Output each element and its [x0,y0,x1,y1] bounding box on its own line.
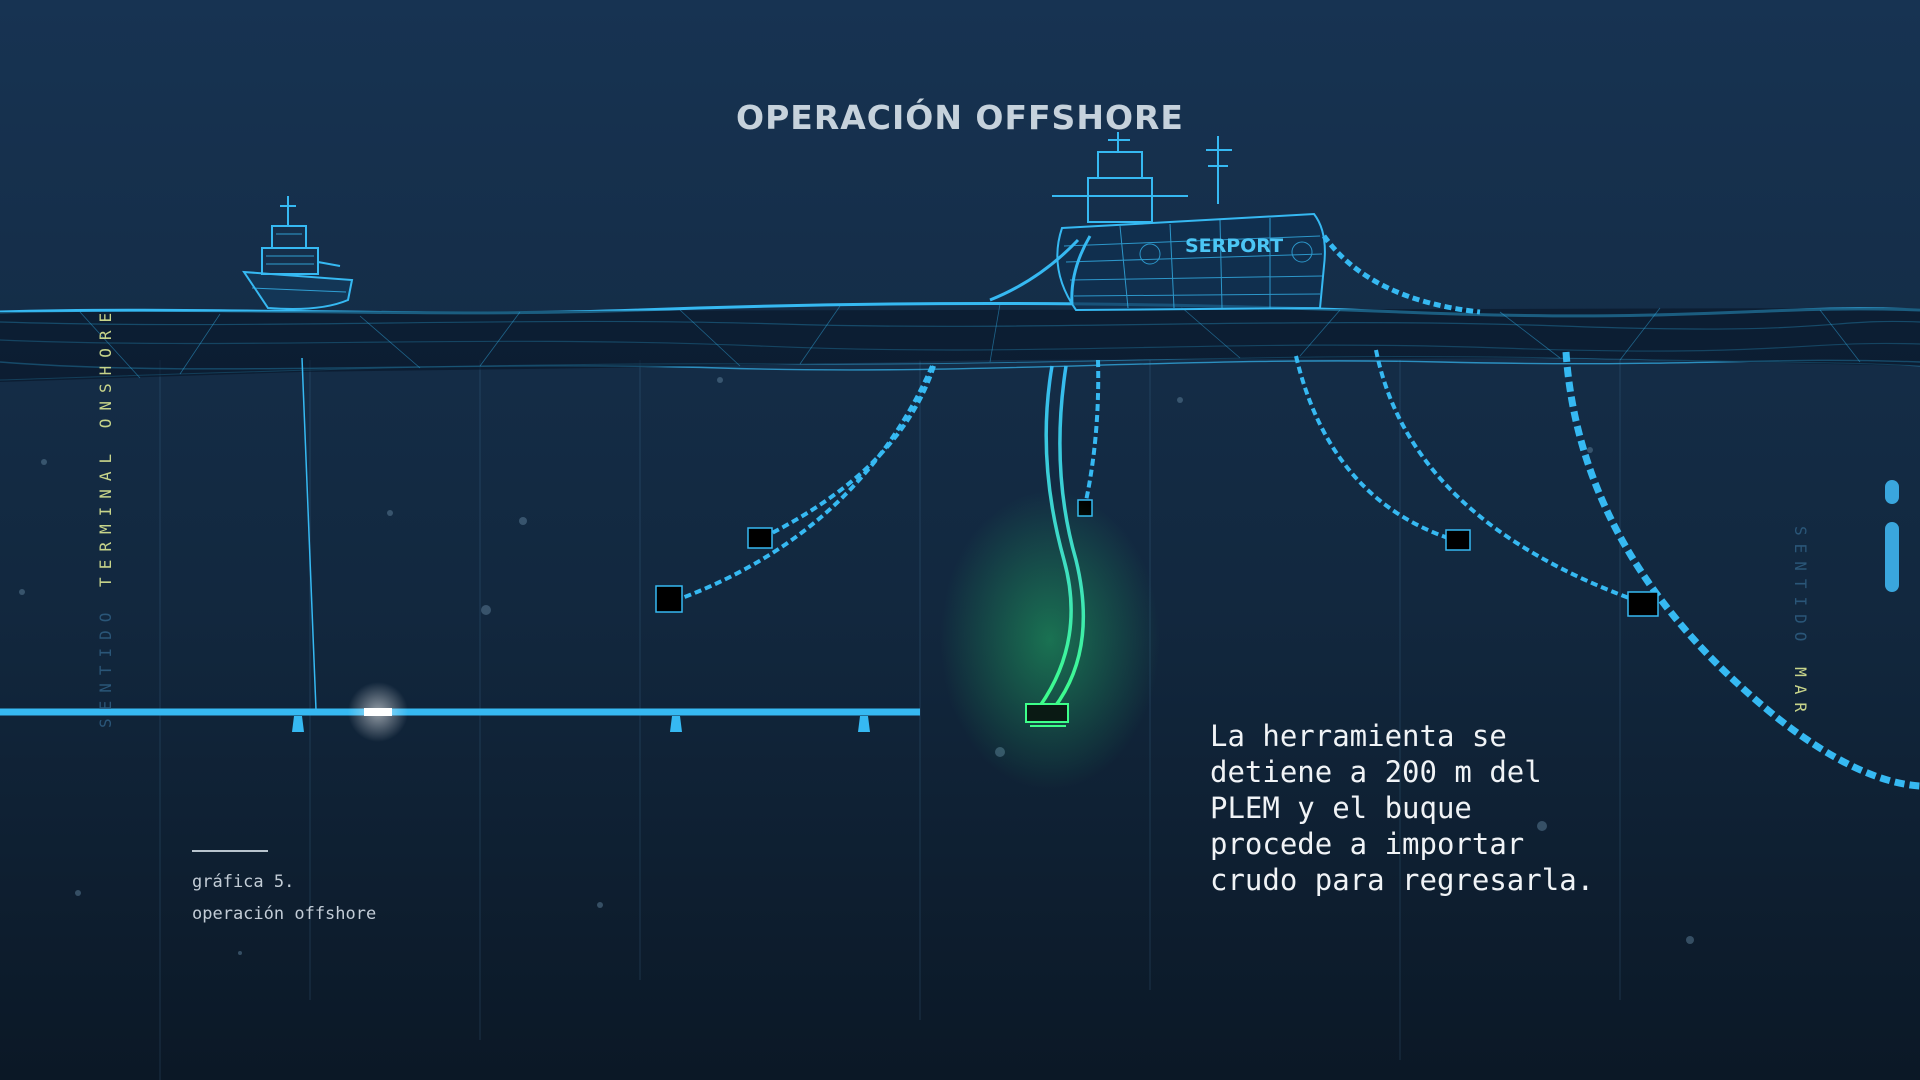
mooring-chain-3 [1082,359,1101,511]
direction-highlight: MAR [1791,667,1810,720]
mooring-chain-2 [681,365,934,600]
direction-label-onshore: SENTIDO TERMINAL ONSHORE [96,305,115,728]
mooring-buoy-icon [1627,591,1659,617]
page-title: OPERACIÓN OFFSHORE [736,98,1184,137]
plem-glow [940,490,1160,790]
plem-manifold-icon [1025,703,1069,727]
direction-prefix: SENTIDO [96,586,115,728]
sea-surface [0,302,1920,382]
mooring-chains [681,234,1920,790]
caption-line-1: gráfica 5. [192,872,295,892]
mooring-buoy-icon [1445,529,1471,551]
flexible-risers [1038,365,1086,710]
pig-tool [364,708,392,716]
tugboat-icon [242,196,354,310]
scroll-indicator-active[interactable] [1885,522,1899,592]
tow-line [301,357,317,711]
direction-highlight: TERMINAL ONSHORE [96,304,115,587]
tanker-hull-label: SERPORT [1185,235,1283,257]
figure-caption: gráfica 5. operación offshore [192,850,376,930]
direction-prefix: SENTIDO [1791,526,1810,668]
caption-divider [192,850,268,852]
mooring-chain-5 [1374,349,1641,604]
direction-label-sea: SENTIDO MAR [1791,526,1810,720]
mooring-chain-6 [1321,234,1481,315]
tanker-ship-icon [989,132,1326,312]
mooring-chain-4 [1294,355,1455,542]
mooring-buoy-icon [747,527,773,549]
caption-line-2: operación offshore [192,904,377,924]
mooring-buoy-icon [655,585,683,613]
step-description: La herramienta se detiene a 200 m del PL… [1210,719,1595,897]
mooring-chain-7 [1562,351,1920,790]
scroll-indicator-dot[interactable] [1885,480,1899,504]
